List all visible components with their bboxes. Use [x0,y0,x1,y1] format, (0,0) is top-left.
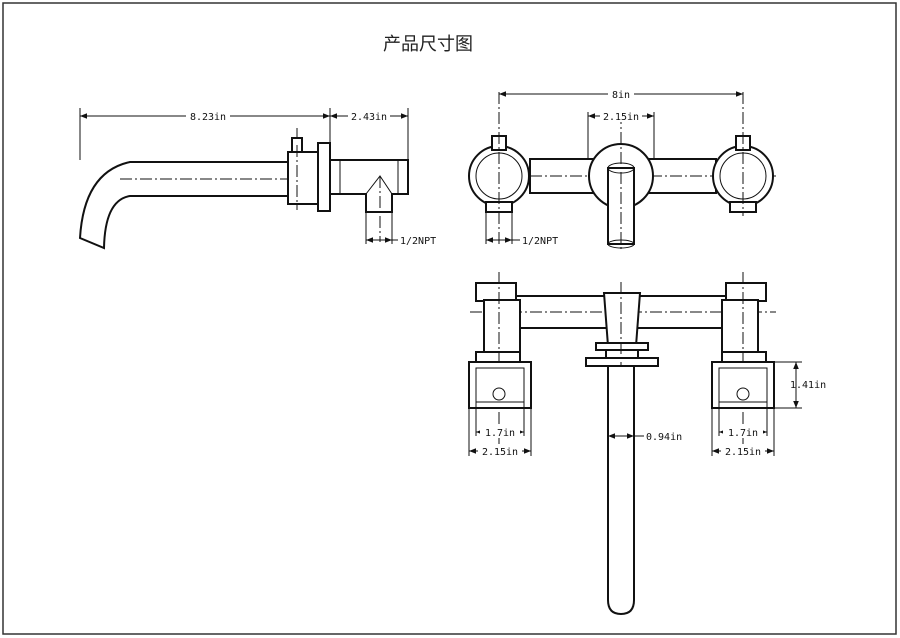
label-left-plate-inner: 1.7in [485,428,515,439]
side-view: 8.23in 2.43in 1/2NPT [78,108,436,250]
front-view: 8in 2.15in 1/2NPT [468,88,776,250]
label-left-plate-outer: 2.15in [482,447,518,458]
top-view: 1.7in 2.15in 1.7in 2.15in 1.41in 0.94in [468,272,826,616]
drawing-title: 产品尺寸图 [383,34,473,55]
label-right-plate-inner: 1.7in [728,428,758,439]
side-spout-outline [78,161,289,250]
top-left-plate [468,361,532,409]
side-valve-body [329,159,409,213]
label-body-length: 2.43in [351,112,387,123]
label-right-plate-outer: 2.15in [725,447,761,458]
top-spout-pipe [607,365,635,616]
label-handle-spacing: 8in [612,90,630,101]
label-spout-diameter: 0.94in [646,432,682,443]
label-front-inlet-thread: 1/2NPT [522,236,558,247]
side-flange [287,151,319,205]
top-right-plate [711,361,775,409]
side-wall-plate [317,142,331,212]
label-spout-length: 8.23in [190,112,226,123]
label-flange-width: 2.15in [603,112,639,123]
label-plate-height: 1.41in [790,380,826,391]
label-side-inlet-thread: 1/2NPT [400,236,436,247]
